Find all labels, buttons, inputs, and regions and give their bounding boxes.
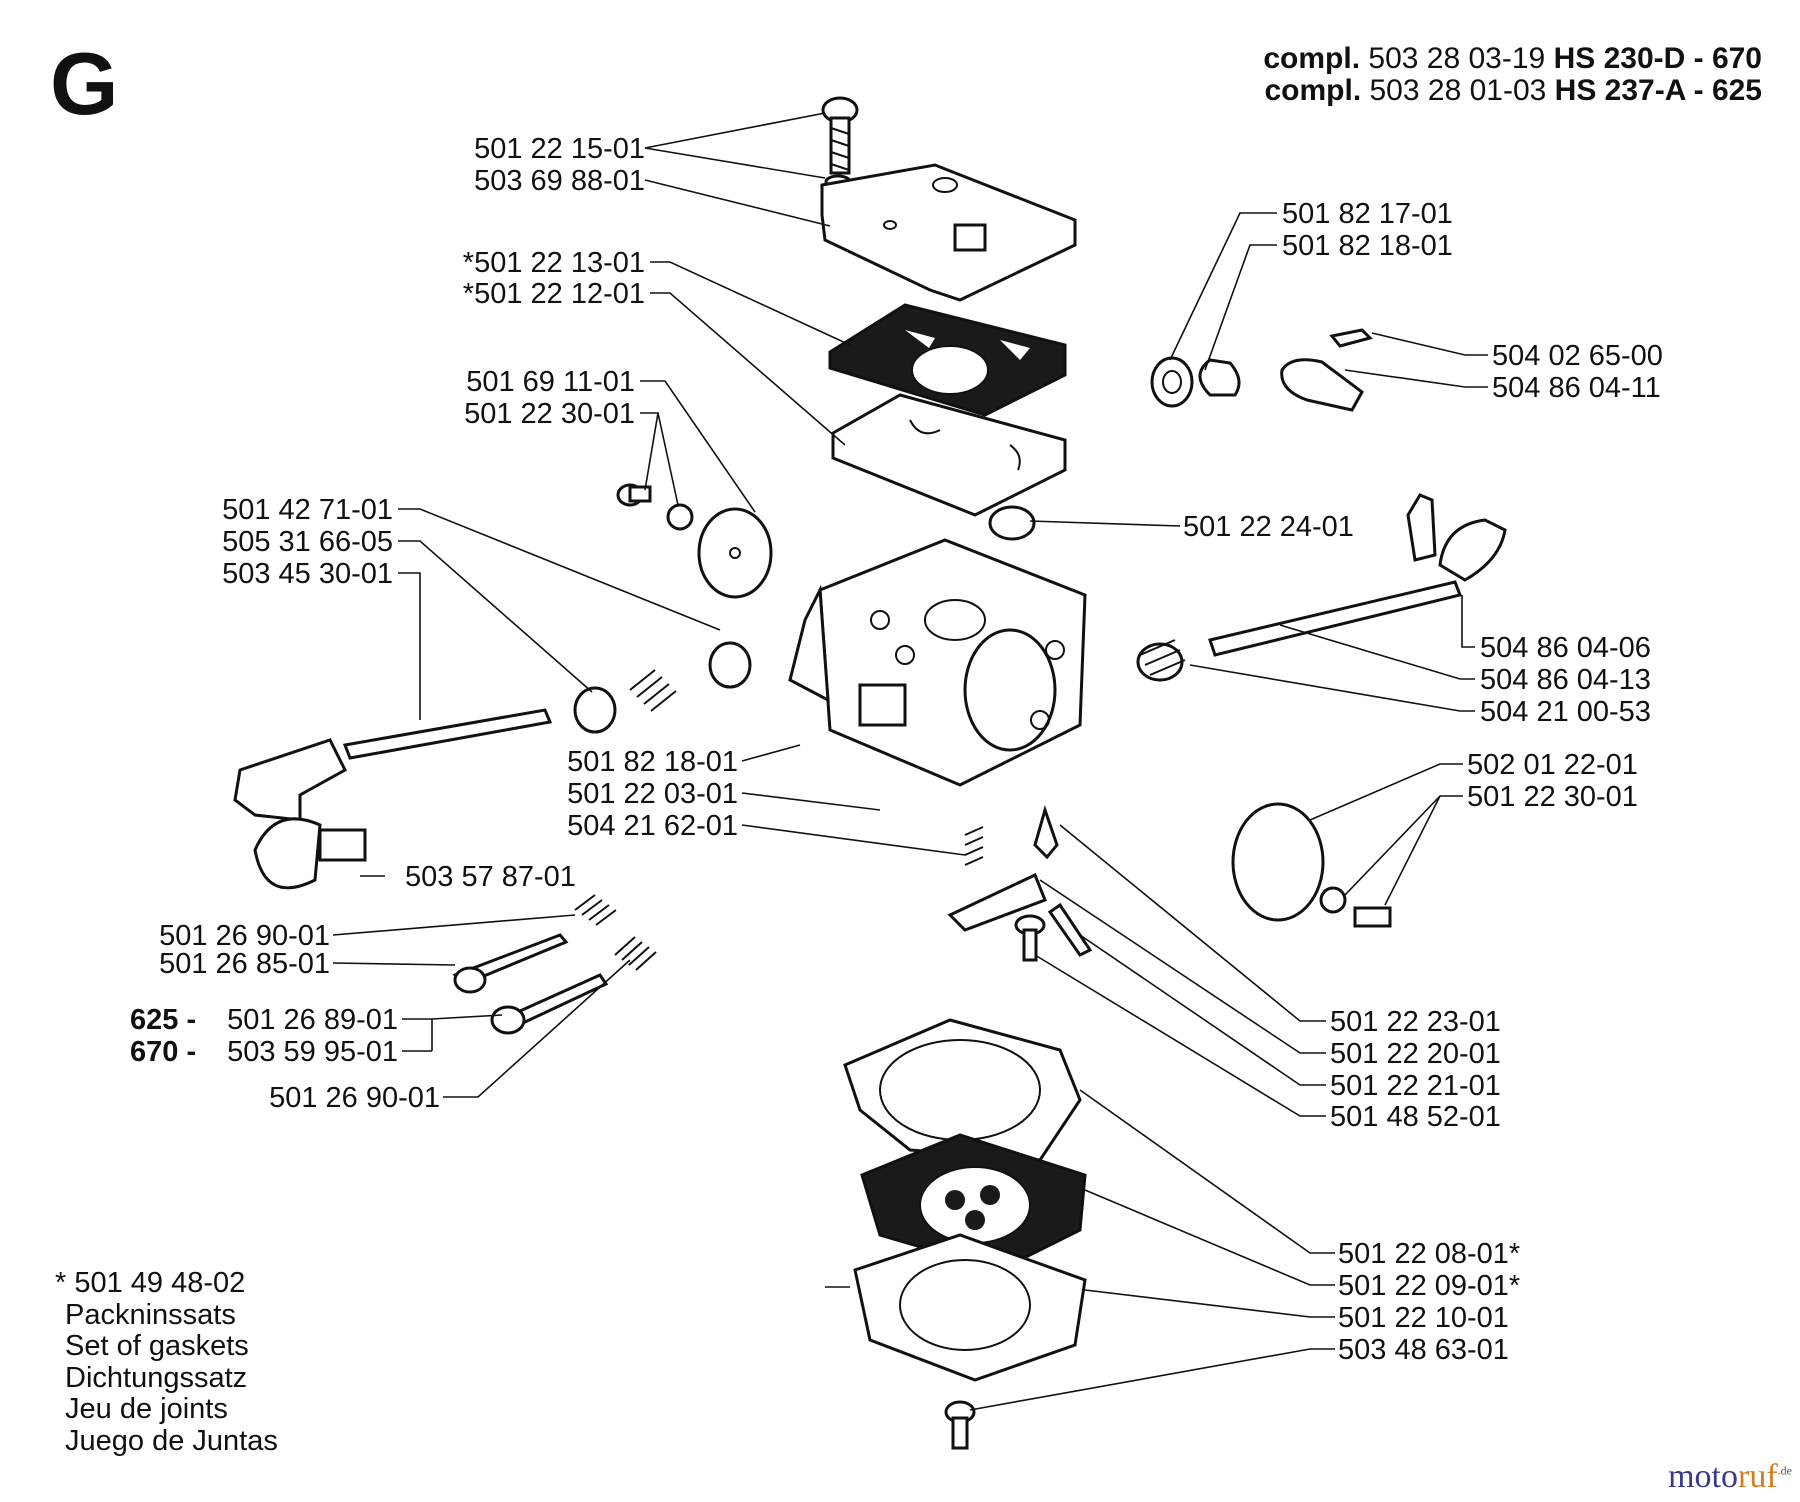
watermark-logo: motoruf.de: [1668, 1458, 1792, 1496]
part-label: 504 86 04-06: [1480, 632, 1651, 664]
part-label: 501 22 30-01: [1467, 781, 1638, 813]
watermark-main: moto: [1668, 1458, 1739, 1495]
gasket-set-note: * 501 49 48-02 Packninssats Set of gaske…: [55, 1267, 278, 1457]
part-label: 501 82 18-01: [567, 746, 738, 778]
inlet-needle-drawing: [947, 804, 1093, 962]
compl-prefix: compl.: [1263, 42, 1361, 75]
carburetor-body-drawing: [788, 538, 1087, 787]
pump-cover-drawing: [820, 163, 1077, 302]
part-label: 501 26 85-01: [159, 948, 330, 980]
part-label: 501 26 90-01: [159, 920, 330, 952]
part-label: 501 22 10-01: [1338, 1302, 1509, 1334]
part-label: 501 69 11-01: [466, 366, 635, 398]
part-label: 504 21 00-53: [1480, 696, 1651, 728]
compl-prefix: compl.: [1264, 74, 1362, 107]
watermark-suffix: .de: [1777, 1463, 1792, 1478]
model-prefix-670: 670 -: [130, 1036, 196, 1068]
cap-drawing: [988, 505, 1036, 541]
pump-gasket-drawing: [828, 303, 1067, 417]
compl-model: HS 230-D - 670: [1553, 42, 1762, 75]
gasket-set-french: Jeu de joints: [65, 1393, 228, 1425]
right-washers-drawing: [1150, 328, 1373, 412]
part-label: 504 02 65-00: [1492, 340, 1663, 372]
part-label: 501 26 90-01: [269, 1082, 440, 1114]
top-screw-drawing: [821, 96, 859, 190]
compl-number: 503 28 03-19: [1368, 42, 1546, 75]
part-label: 501 42 71-01: [222, 494, 393, 526]
part-label: 504 86 04-13: [1480, 664, 1651, 696]
leader-lines: [332, 112, 1488, 1411]
compl-model: HS 237-A - 625: [1554, 74, 1762, 107]
part-label: 504 86 04-11: [1492, 372, 1661, 404]
part-label: 501 26 89-01: [227, 1004, 398, 1036]
part-label: 503 59 95-01: [227, 1036, 398, 1068]
gasket-set-number: * 501 49 48-02: [55, 1267, 246, 1299]
part-label: *501 22 12-01: [463, 278, 645, 310]
left-screw-washer-disc-drawing: [616, 483, 773, 599]
part-drawings: [233, 96, 1507, 1450]
part-label: 501 22 03-01: [567, 778, 738, 810]
knob-drawing: [253, 817, 367, 890]
part-label: 501 82 18-01: [1282, 230, 1453, 262]
gasket-set-swedish: Packninssats: [65, 1298, 236, 1331]
part-label: 501 48 52-01: [1330, 1101, 1501, 1133]
metering-diaphragm-right-drawing: [1231, 802, 1392, 928]
complete-assembly-line-2: compl. 503 28 01-03 HS 237-A - 625: [1264, 76, 1762, 106]
part-labels: 501 22 15-01 503 69 88-01 *501 22 13-01 …: [130, 133, 1663, 1366]
part-label: 505 31 66-05: [222, 526, 393, 558]
choke-shaft-drawing: [233, 641, 752, 822]
part-label: 504 21 62-01: [567, 810, 738, 842]
gasket-set-english: Set of gaskets: [65, 1330, 249, 1362]
part-label: *501 22 13-01: [463, 247, 645, 279]
model-prefix-625: 625 -: [130, 1004, 196, 1036]
part-label: 501 22 08-01*: [1338, 1238, 1520, 1270]
throttle-shaft-drawing: [1136, 493, 1507, 682]
part-label: 503 69 88-01: [474, 165, 645, 197]
bottom-gaskets-drawing: [843, 1018, 1087, 1450]
part-label: 501 22 20-01: [1330, 1038, 1501, 1070]
part-label: 501 22 15-01: [474, 133, 645, 165]
part-label: 501 22 23-01: [1330, 1006, 1501, 1038]
part-label: 501 22 21-01: [1330, 1070, 1501, 1102]
gasket-set-german: Dichtungssatz: [65, 1361, 248, 1394]
watermark-accent: ruf: [1738, 1458, 1778, 1495]
part-label: 502 01 22-01: [1467, 749, 1638, 781]
part-label: 503 48 63-01: [1338, 1334, 1509, 1366]
compl-number: 503 28 01-03: [1369, 74, 1547, 107]
part-label: 501 22 09-01*: [1338, 1270, 1520, 1302]
complete-assembly-line-1: compl. 503 28 03-19 HS 230-D - 670: [1263, 44, 1762, 74]
section-letter: G: [50, 34, 119, 133]
needle-screws-drawing: [452, 894, 657, 1035]
part-label: 503 45 30-01: [222, 558, 393, 590]
part-label: 503 57 87-01: [405, 861, 576, 893]
part-label: 501 22 30-01: [464, 398, 635, 430]
gasket-set-spanish: Juego de Juntas: [65, 1424, 278, 1457]
part-label: 501 82 17-01: [1282, 198, 1453, 230]
part-label: 501 22 24-01: [1183, 511, 1354, 543]
pump-diaphragm-drawing: [831, 393, 1067, 517]
